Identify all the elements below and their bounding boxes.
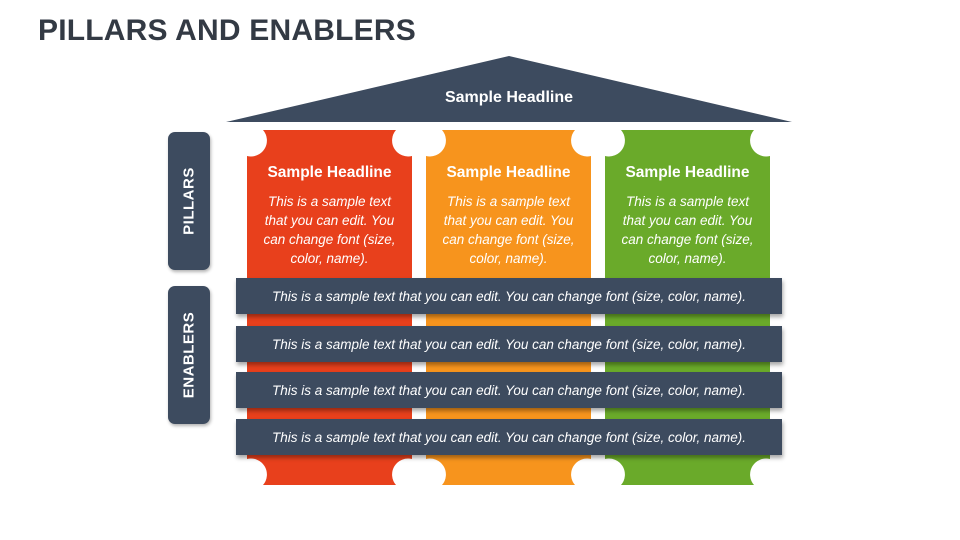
enabler-bar-1: This is a sample text that you can edit.… (236, 278, 782, 314)
enabler-bar-3: This is a sample text that you can edit.… (236, 372, 782, 408)
roof-shape (226, 56, 792, 122)
page-title: PILLARS AND ENABLERS (38, 14, 416, 47)
pillar-headline: Sample Headline (267, 164, 392, 181)
pillar-headline: Sample Headline (446, 164, 571, 181)
enabler-bar-2: This is a sample text that you can edit.… (236, 326, 782, 362)
pillar-text: This is a sample text that you can edit.… (263, 194, 396, 266)
roof-headline: Sample Headline (444, 89, 574, 106)
enabler-bar-4: This is a sample text that you can edit.… (236, 419, 782, 455)
pillar-text: This is a sample text that you can edit.… (621, 194, 754, 266)
pillars-label: PILLARS (168, 132, 210, 270)
enablers-label: ENABLERS (168, 286, 210, 424)
pillar-headline: Sample Headline (625, 164, 750, 181)
pillar-text: This is a sample text that you can edit.… (442, 194, 575, 266)
